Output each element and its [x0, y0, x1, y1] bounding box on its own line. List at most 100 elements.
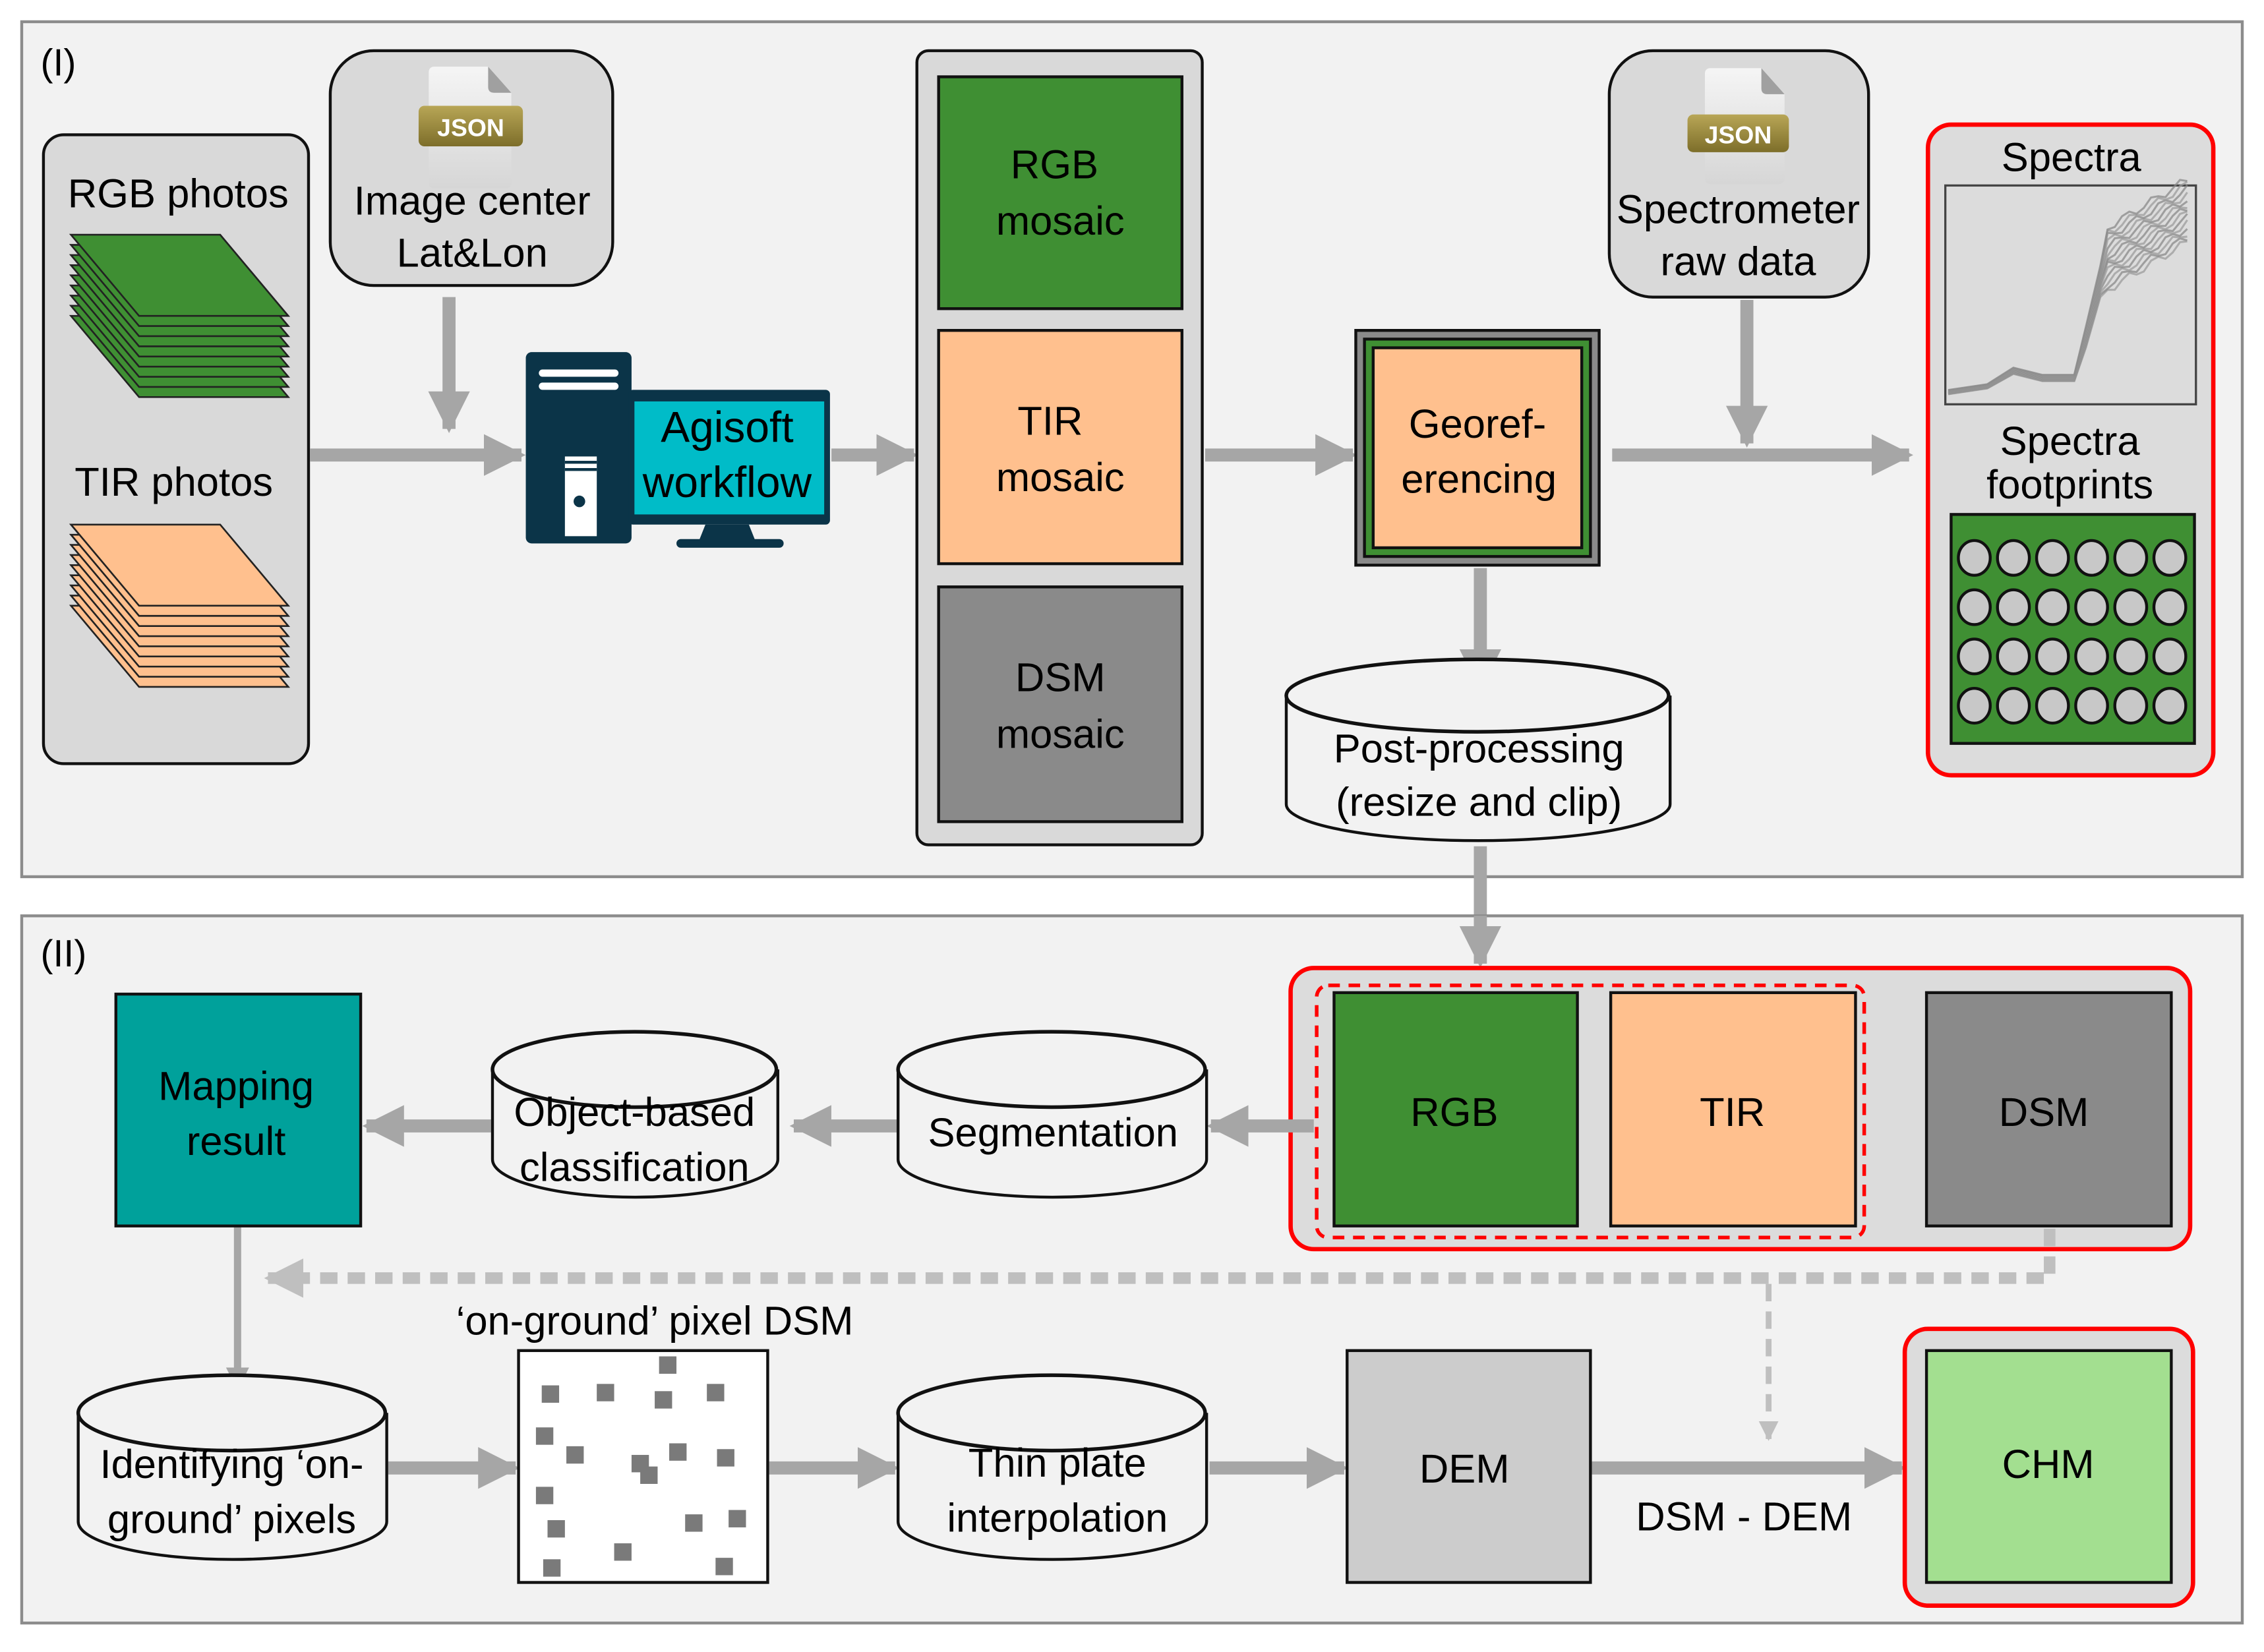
agisoft-label: Agisoft	[661, 402, 793, 451]
onground-dsm: ‘on-ground’ pixel DSM	[456, 1299, 854, 1584]
footprint-circle	[2152, 637, 2188, 676]
footprint-circle	[2035, 539, 2070, 577]
footprint-circle	[2152, 539, 2188, 577]
ground-pixel	[541, 1385, 560, 1403]
json-file-icon: JSON	[1687, 68, 1789, 185]
ground-pixel	[547, 1519, 565, 1538]
ground-pixel	[659, 1356, 677, 1374]
segmentation-label: Segmentation	[928, 1110, 1179, 1156]
spectrometer-label: Spectrometer	[1617, 187, 1860, 233]
rgb-tir-group-outline	[1315, 984, 1866, 1240]
tir-mosaic: TIR mosaic	[937, 329, 1183, 566]
footprint-circles	[1957, 539, 2188, 725]
georef-label-1: Georef-	[1409, 401, 1546, 447]
dsm-mosaic: DSM mosaic	[937, 585, 1183, 823]
json-badge-label: JSON	[1705, 121, 1772, 149]
dsm-mosaic-label-2: mosaic	[996, 711, 1125, 757]
arrows-panel-two	[225, 1105, 1907, 1489]
ground-pixel	[597, 1384, 614, 1401]
layer-dsm-label: DSM	[1999, 1090, 2089, 1135]
segmentation-cylinder: Segmentation	[896, 1030, 1208, 1199]
mosaics-column: RGB mosaic TIR mosaic DSM mosaic	[915, 49, 1204, 846]
identifying-label-1: Identifying ‘on-	[100, 1442, 364, 1487]
computer-icon: Agisoft workflow	[525, 352, 830, 548]
thin-plate-cylinder: Thin plate interpolation	[896, 1373, 1208, 1561]
dashed-dsm-arrows	[264, 1229, 2056, 1441]
footprint-circle	[1996, 686, 2031, 725]
rgb-mosaic: RGB mosaic	[937, 75, 1183, 310]
footprint-circle	[2074, 539, 2109, 577]
ground-pixel	[655, 1391, 672, 1409]
dem-label: DEM	[1419, 1446, 1510, 1492]
ground-pixel	[614, 1543, 632, 1561]
post-processing-label-2: (resize and clip)	[1336, 780, 1622, 825]
footprint-circle	[1996, 637, 2031, 676]
footprint-circle	[1996, 539, 2031, 577]
rgb-photo-stack-icon	[69, 233, 291, 398]
footprint-circle	[2035, 637, 2070, 676]
lat-lon-label: Lat&Lon	[397, 230, 548, 276]
footprint-circle	[2152, 686, 2188, 725]
photos-box: RGB photos TIR photos	[42, 133, 311, 765]
identifying-label-2: ground’ pixels	[107, 1497, 356, 1543]
footprint-circle	[2113, 637, 2149, 676]
footprint-circle	[1957, 588, 1992, 626]
identifying-cylinder: Identifying ‘on- ground’ pixels	[76, 1373, 388, 1561]
ground-pixel	[640, 1466, 658, 1485]
rgb-mosaic-label-1: RGB	[1011, 142, 1098, 187]
tir-mosaic-label-1: TIR	[1017, 398, 1083, 444]
footprint-circle	[2113, 686, 2149, 725]
image-center-label: Image center	[354, 178, 591, 223]
chm-label: CHM	[2002, 1442, 2095, 1487]
spectra-curves	[1948, 179, 2188, 396]
json-file-icon: JSON	[418, 67, 523, 189]
panel-two-tag: (II)	[41, 933, 87, 975]
ground-pixel	[729, 1510, 746, 1527]
dashed-dsm-to-identifying	[264, 1229, 2056, 1298]
classification-label-1: Object-based	[514, 1090, 755, 1135]
onground-dsm-label: ‘on-ground’ pixel DSM	[456, 1299, 854, 1344]
spectrum-curve	[1948, 179, 2188, 392]
spectrometer-box: JSON Spectrometer raw data	[1607, 49, 1870, 299]
ground-pixel	[669, 1443, 687, 1461]
json-badge-label: JSON	[437, 114, 504, 142]
ground-pixel	[707, 1384, 725, 1401]
layer-dsm: DSM	[1924, 991, 2173, 1227]
panel-one-tag: (I)	[41, 42, 76, 84]
mapping-label-1: Mapping	[158, 1063, 314, 1109]
layer-tir-label: TIR	[1700, 1090, 1765, 1135]
photo-sheet	[69, 233, 291, 317]
thin-plate-label-2: interpolation	[947, 1496, 1168, 1541]
footprint-circle	[2113, 588, 2149, 626]
ground-pixel	[715, 1558, 733, 1576]
image-center-box: JSON Image center Lat&Lon	[328, 49, 614, 287]
spectra-plot	[1944, 179, 2197, 405]
footprint-circle	[2035, 588, 2070, 626]
dsm-mosaic-label-1: DSM	[1015, 655, 1106, 701]
footprint-circle	[1957, 637, 1992, 676]
layer-rgb: RGB	[1332, 991, 1579, 1227]
ground-pixel-squares	[535, 1356, 746, 1577]
tir-mosaic-label-2: mosaic	[996, 455, 1125, 500]
layer-rgb-label: RGB	[1410, 1090, 1498, 1135]
rgb-mosaic-label-2: mosaic	[996, 198, 1125, 244]
footprint-circle	[2035, 686, 2070, 725]
footprint-circle	[1957, 539, 1992, 577]
footprint-circle	[1996, 588, 2031, 626]
ground-pixel	[685, 1514, 703, 1532]
tir-photos-label: TIR photos	[74, 459, 273, 505]
footprint-circle	[2074, 637, 2109, 676]
chm-box: CHM	[1902, 1326, 2195, 1608]
spectra-footprints-label-1: Spectra	[2000, 419, 2141, 464]
thin-plate-label-1: Thin plate	[968, 1440, 1147, 1486]
classification-label-2: classification	[520, 1145, 750, 1191]
dsm-minus-dem-label: DSM - DEM	[1636, 1494, 1852, 1539]
classification-cylinder: Object-based classification	[491, 1030, 780, 1199]
ground-pixel	[535, 1427, 554, 1445]
photo-sheet	[69, 523, 291, 607]
post-processing-label-1: Post-processing	[1334, 726, 1624, 771]
mapping-result-box: Mapping result	[114, 992, 363, 1227]
layer-tir: TIR	[1609, 991, 1857, 1227]
tir-photo-stack-icon	[69, 523, 291, 688]
